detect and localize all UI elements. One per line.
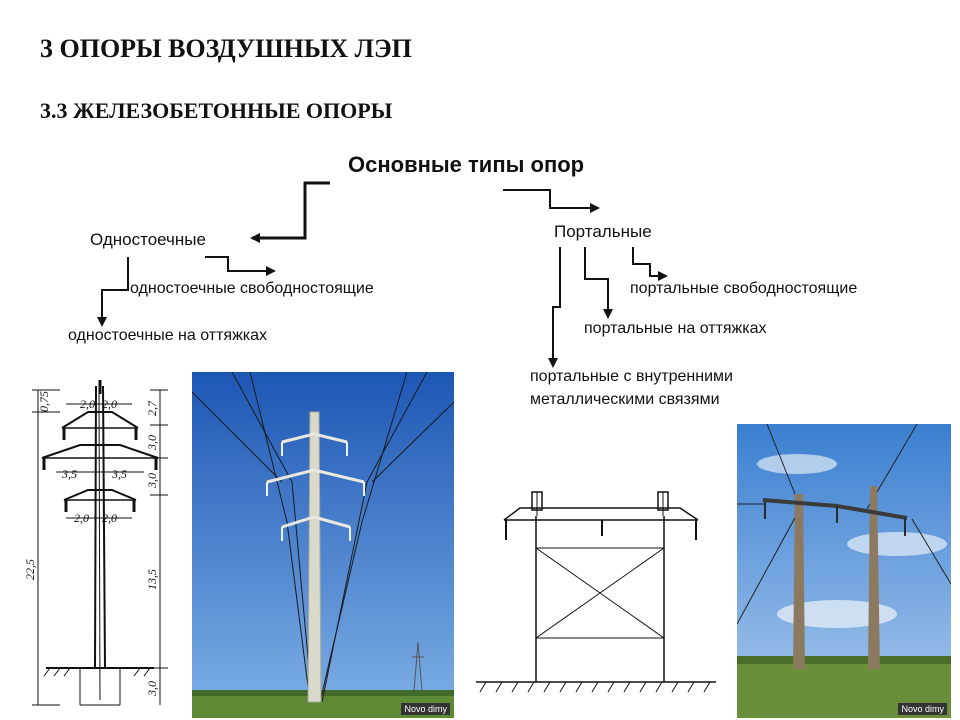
tree-portal-free: портальные свободностоящие [630, 280, 858, 297]
arrow-root-portal [503, 189, 600, 213]
dim-h-30c: 3,0 [145, 681, 159, 697]
dim-h-30b: 3,0 [145, 473, 159, 489]
tree-portal-internal-2: металлическими связями [530, 391, 720, 408]
dim-h-30a: 3,0 [145, 435, 159, 451]
dim-h-225: 22,5 [23, 559, 37, 580]
dim-arm-35b: 3,5 [111, 467, 127, 481]
arrow-portal-internal [548, 247, 561, 368]
photo-single-pole: Novo dimy [192, 372, 454, 718]
dim-arm-20c: 2,0 [74, 511, 89, 525]
tree-portal-guyed: портальные на оттяжках [584, 320, 767, 337]
dim-arm-20b: 2,0 [102, 397, 117, 411]
tree-portal-internal-1: портальные с внутренними [530, 368, 733, 385]
arrow-root-single [250, 181, 330, 243]
arrow-single-free [205, 256, 276, 276]
photo-watermark-1: Novo dimy [401, 703, 450, 715]
photo-portal-pole: Novo dimy [737, 424, 951, 718]
page-subtitle: 3.3 ЖЕЛЕЗОБЕТОННЫЕ ОПОРЫ [40, 98, 393, 123]
dim-top-075: 0,75 [37, 391, 51, 412]
arrow-portal-guyed [584, 247, 613, 319]
arrow-portal-free [632, 247, 668, 281]
tree-single: Одностоечные [90, 230, 206, 249]
page-title: 3 ОПОРЫ ВОЗДУШНЫХ ЛЭП [40, 34, 412, 63]
tree-single-free: одностоечные свободностоящие [130, 280, 374, 297]
dim-arm-20a: 2,0 [80, 397, 95, 411]
arrow-single-guyed [97, 257, 129, 327]
tree-single-guyed: одностоечные на оттяжках [68, 327, 268, 344]
dim-h-27: 2,7 [145, 400, 159, 416]
dim-arm-20d: 2,0 [102, 511, 117, 525]
dim-h-135: 13,5 [145, 569, 159, 590]
dim-arm-35a: 3,5 [61, 467, 77, 481]
photo-watermark-2: Novo dimy [898, 703, 947, 715]
tree-root: Основные типы опор [348, 152, 585, 177]
tree-portal: Портальные [554, 222, 652, 241]
